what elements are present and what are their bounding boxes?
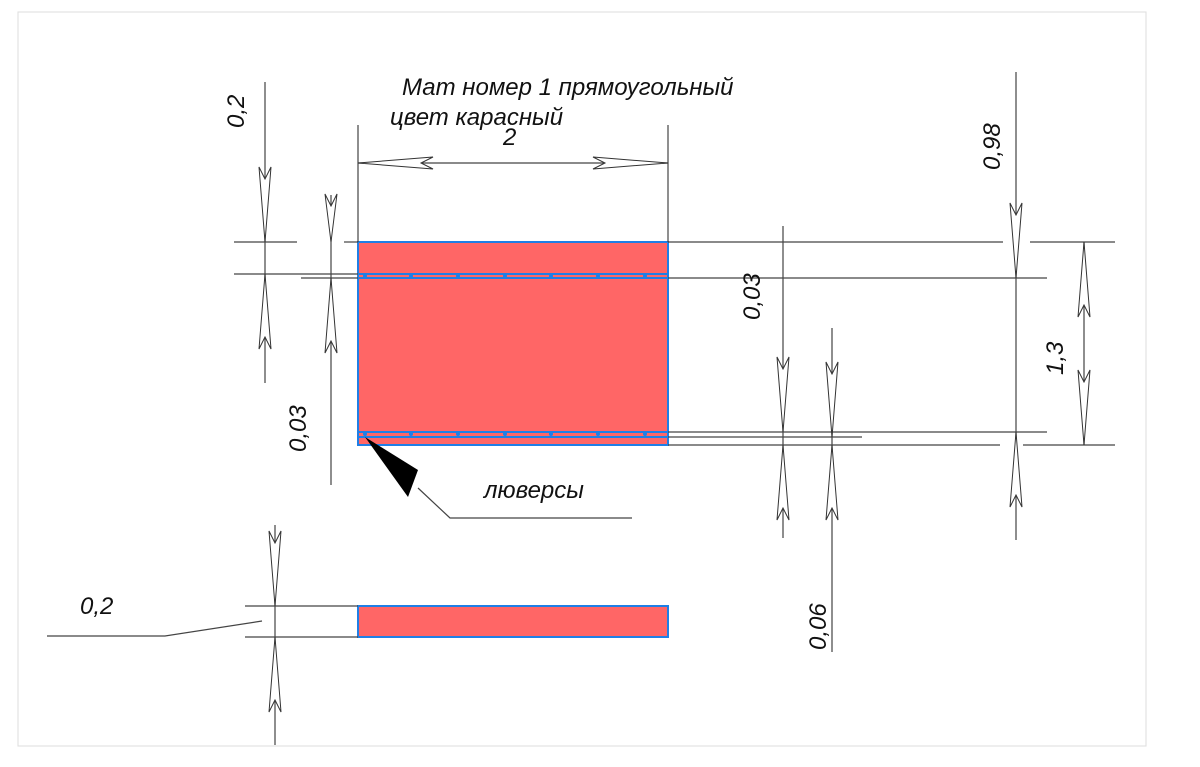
mat-side-view [357,605,669,638]
dimension-arrow-icon [258,166,272,243]
grommet-icon [409,274,413,278]
dimension-lines [47,72,1115,745]
grommet-icon [596,432,600,436]
title-line-2: цвет карасный [390,104,563,131]
grommet-icon [456,432,460,436]
grommet-icon [549,432,553,436]
grommet-icon [503,274,507,278]
grommet-icon [503,432,507,436]
dimension-arrow-icon [324,277,338,354]
grommet-icon [643,274,647,278]
dim-width: 2 [502,124,516,151]
dim-strip-gap: 0,06 [805,603,832,650]
title-line-1: Мат номер 1 прямоугольный [402,74,734,101]
grommet-marks [363,274,647,436]
grommet-icon [409,432,413,436]
mat-top-view [357,241,669,446]
dimension-arrow-icon [357,156,434,170]
dimension-arrows [258,156,1091,713]
leader-arrow-icon [365,437,418,497]
dimension-arrow-icon [1077,369,1091,446]
dimension-arrow-icon [592,156,669,170]
dimension-arrow-icon [825,361,839,438]
dim-strip-right: 0,03 [739,273,766,320]
grommet-icon [363,432,367,436]
dim-thickness: 0,2 [80,593,113,620]
sheet-frame [17,11,1147,747]
dimension-arrow-icon [268,530,282,607]
dim-top-strip: 0,03 [285,405,312,452]
grommet-icon [456,274,460,278]
dim-height: 1,3 [1042,341,1069,375]
grommet-icon [363,274,367,278]
grommet-icon [596,274,600,278]
dimension-arrow-icon [1009,202,1023,279]
grommet-icon [549,274,553,278]
dim-top-edge: 0,2 [223,95,250,128]
dimension-arrow-icon [825,444,839,521]
dimension-arrow-icon [324,193,338,243]
leader-label-grommets: люверсы [482,477,584,504]
dimension-arrow-icon [776,444,790,521]
labels: Мат номер 1 прямоугольный цвет карасный … [80,74,1069,650]
dimension-arrow-icon [268,636,282,713]
dimension-arrow-icon [258,273,272,350]
dimension-arrow-icon [1077,241,1091,318]
dimension-arrow-icon [1009,431,1023,508]
grommet-icon [643,432,647,436]
dimension-arrow-icon [776,356,790,433]
dim-right-inner: 0,98 [979,123,1006,170]
